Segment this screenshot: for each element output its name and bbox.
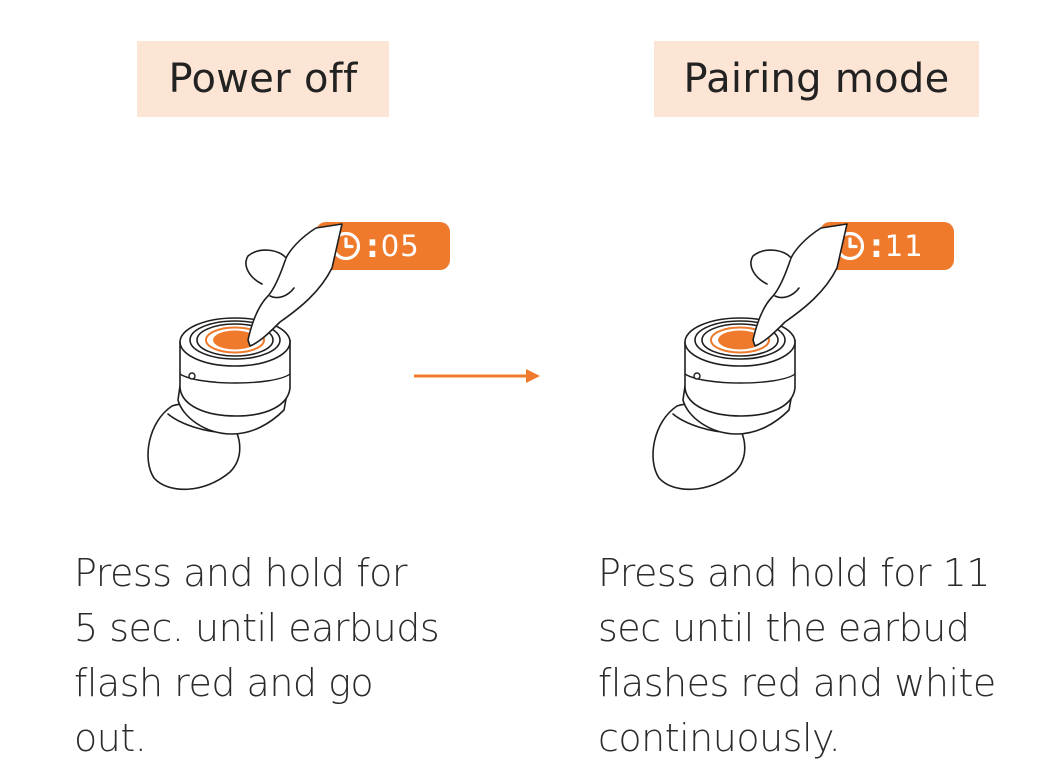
hand-press-icon [750,223,848,347]
description-line: flash red and go [74,661,374,705]
step-description-power-off: Press and hold for 5 sec. until earbuds … [74,546,494,766]
earbud-icon [147,223,343,491]
description-line: sec until the earbud [598,606,970,650]
arrow-right-icon [414,369,540,383]
description-line: Press and hold for 11 [598,551,990,595]
hand-press-icon [245,223,343,347]
timer-seconds: 05 [380,229,420,263]
timer-colon: : [366,227,379,265]
step-description-pairing-mode: Press and hold for 11 sec until the earb… [598,546,1038,766]
step-title-power-off: Power off [137,41,389,117]
description-line: continuously. [598,716,841,760]
description-line: flashes red and white [598,661,996,705]
timer-seconds: 11 [884,229,924,263]
description-line: 5 sec. until earbuds [74,606,440,650]
step-title-pairing-mode: Pairing mode [654,41,979,117]
description-line: Press and hold for [74,551,408,595]
timer-badge: : 05 [316,222,450,270]
description-line: out. [74,716,147,760]
earbud-icon [652,223,848,491]
timer-colon: : [870,227,883,265]
